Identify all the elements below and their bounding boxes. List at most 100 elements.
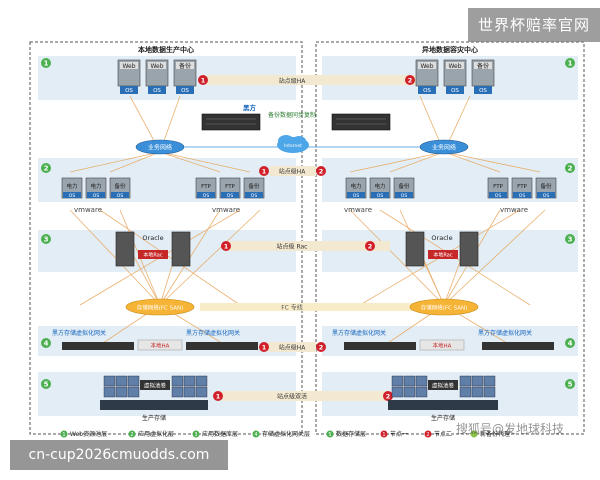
remote-layer-num-1-badge — [565, 58, 575, 68]
svg-text:业务网络: 业务网络 — [148, 144, 172, 152]
remote-backup-appliance-icon — [331, 113, 391, 131]
remote-virt-label-left: 黑方存储虚拟化网关 — [332, 329, 386, 337]
svg-text:业务网络: 业务网络 — [432, 144, 456, 152]
svg-text:OS: OS — [377, 193, 384, 199]
svg-text:电力: 电力 — [374, 182, 385, 190]
remote-layer-num-5-badge — [565, 379, 575, 389]
local-ftp-server-1-icon: FTP OS — [195, 177, 217, 199]
remote-web-server-2-icon: Web OS — [443, 59, 467, 94]
remote-oracle-label: Oracle — [431, 234, 452, 242]
svg-text:1: 1 — [224, 243, 229, 251]
remote-san-switch-icon: 存储网络(FC SAN) — [409, 298, 479, 316]
overlay-banner-bottom-left: cn-cup2026cmuodds.com — [10, 440, 228, 470]
local-web-server-2-icon: Web OS — [145, 59, 169, 94]
svg-text:备份: 备份 — [114, 182, 126, 190]
svg-text:OS: OS — [153, 88, 161, 94]
local-ha-label: 本地HA — [151, 342, 170, 350]
internet-cloud-icon: Internet — [277, 135, 309, 153]
local-layer-num-5: 5 — [44, 381, 49, 389]
remote-ftp-server-1-icon: FTP OS — [487, 177, 509, 199]
svg-text:4: 4 — [254, 432, 257, 438]
local-power-backup-server-icon: 备份 OS — [109, 177, 131, 199]
svg-text:电力: 电力 — [90, 182, 101, 190]
marker-db-node2 — [365, 241, 375, 251]
legend-item-1: Web资源池层 — [70, 430, 107, 438]
svg-text:OS: OS — [495, 193, 502, 199]
svg-text:FTP: FTP — [493, 184, 503, 190]
svg-text:2: 2 — [319, 344, 324, 352]
legend-item-8: 新备份代理 — [480, 430, 510, 438]
svg-text:OS: OS — [423, 88, 431, 94]
svg-text:OS: OS — [181, 88, 189, 94]
link-virt-ha-label: 站点级HA — [279, 344, 307, 352]
svg-text:备份: 备份 — [248, 182, 260, 190]
remote-virt-gateway-2-icon — [482, 342, 554, 350]
svg-text:备份: 备份 — [477, 62, 489, 70]
svg-text:电力: 电力 — [66, 182, 77, 190]
svg-text:FTP: FTP — [517, 184, 527, 190]
local-virt-gateway-2-icon — [186, 342, 258, 350]
svg-text:2: 2 — [319, 168, 324, 176]
remote-ftp-backup-server-icon: 备份 OS — [535, 177, 557, 199]
remote-layer-num-2-badge — [565, 163, 575, 173]
marker-web-node2 — [405, 75, 415, 85]
backup-sync-label: 备份数据同步复制 — [268, 111, 316, 119]
svg-text:OS: OS — [401, 193, 408, 199]
link-fc-label: FC 专线 — [281, 304, 303, 312]
remote-pool-label: 虚拟池卷 — [432, 382, 455, 390]
legend-item-6: 节点一 — [390, 430, 408, 438]
local-web-backup-server-icon: 备份 OS — [173, 59, 197, 94]
local-prod-storage-icon — [100, 400, 208, 410]
local-oracle-server-2-icon — [171, 231, 191, 267]
svg-text:备份: 备份 — [540, 182, 552, 190]
legend-item-7: 节点二 — [434, 430, 452, 438]
link-bar-virt — [268, 342, 316, 352]
svg-text:OS: OS — [69, 193, 76, 199]
local-virt-label-right: 黑方存储虚拟化网关 — [186, 329, 240, 337]
remote-site-title: 异地数据容灾中心 — [422, 45, 478, 54]
local-ftp-server-2-icon: FTP OS — [219, 177, 241, 199]
local-web-server-1-icon: Web OS — [117, 59, 141, 94]
remote-virt-gateway-1-icon — [344, 342, 416, 350]
svg-text:OS: OS — [451, 88, 459, 94]
local-san-switch-icon: 存储网络(FC SAN) — [125, 298, 195, 316]
svg-text:FTP: FTP — [201, 184, 211, 190]
marker-web-node1 — [198, 75, 208, 85]
legend: 1 Web资源池层 2 应用虚拟化层 3 应用数据库层 4 存储虚拟化网关层 5… — [60, 430, 510, 438]
svg-text:OS: OS — [93, 193, 100, 199]
svg-text:Internet: Internet — [284, 143, 302, 149]
svg-text:Web: Web — [420, 63, 433, 70]
svg-text:1: 1 — [216, 393, 221, 401]
remote-web-server-1-icon: Web OS — [415, 59, 439, 94]
remote-web-servers: Web OS Web OS 备份 OS — [415, 59, 495, 94]
svg-text:OS: OS — [479, 88, 487, 94]
local-vmware-logo-left: vmware — [74, 206, 102, 214]
local-business-switch-icon: 业务网络 — [135, 139, 185, 155]
svg-text:1: 1 — [262, 344, 267, 352]
remote-disk-array-left-icon — [391, 375, 428, 398]
legend-item-3: 应用数据库层 — [202, 430, 238, 438]
remote-web-backup-server-icon: 备份 OS — [471, 59, 495, 94]
svg-text:OS: OS — [519, 193, 526, 199]
marker-app-node2 — [316, 166, 326, 176]
local-layer-num-5-badge — [41, 379, 51, 389]
remote-power-backup-server-icon: 备份 OS — [393, 177, 415, 199]
svg-text:OS: OS — [203, 193, 210, 199]
local-vmware-logo-right: vmware — [212, 206, 240, 214]
svg-text:1: 1 — [62, 432, 65, 438]
local-site-frame — [29, 41, 303, 435]
local-app-layer: 电力 OS 电力 OS 备份 OS vmware FTP OS FTP OS — [61, 177, 265, 214]
remote-prod-storage-label: 生产存储 — [431, 414, 455, 422]
svg-text:3: 3 — [194, 432, 197, 438]
svg-text:Web: Web — [122, 63, 135, 70]
remote-prod-storage-icon — [388, 400, 498, 410]
local-virt-label-left: 黑方存储虚拟化网关 — [52, 329, 106, 337]
svg-text:2: 2 — [130, 432, 133, 438]
svg-text:2: 2 — [408, 77, 413, 85]
link-bar-storage — [222, 391, 390, 401]
local-layer-num-3-badge — [41, 234, 51, 244]
remote-vmware-logo-right: vmware — [500, 206, 528, 214]
remote-virt-label-right: 黑方存储虚拟化网关 — [478, 329, 532, 337]
marker-db-node1 — [221, 241, 231, 251]
